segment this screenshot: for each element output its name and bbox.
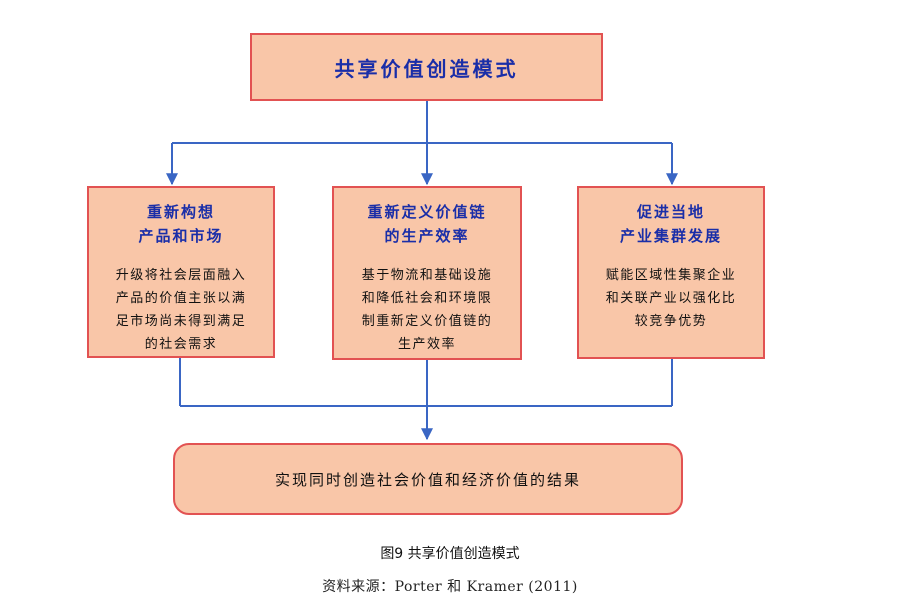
column-box-value-chain: 重新定义价值链 的生产效率 基于物流和基础设施 和降低社会和环境限 制重新定义价…: [332, 186, 522, 360]
column-box-clusters: 促进当地 产业集群发展 赋能区域性集聚企业 和关联产业以强化比 较竞争优势: [577, 186, 765, 359]
column-heading: 促进当地 产业集群发展: [620, 200, 722, 248]
result-text: 实现同时创造社会价值和经济价值的结果: [274, 470, 581, 489]
body-line: 升级将社会层面融入: [115, 268, 247, 283]
heading-line: 促进当地: [636, 203, 705, 221]
heading-line: 产品和市场: [138, 227, 224, 245]
heading-line: 的生产效率: [384, 227, 470, 245]
body-line: 足市场尚未得到满足: [115, 314, 247, 329]
heading-line: 产业集群发展: [619, 227, 722, 245]
column-box-markets: 重新构想 产品和市场 升级将社会层面融入 产品的价值主张以满 足市场尚未得到满足…: [87, 186, 275, 358]
body-line: 产品的价值主张以满: [115, 291, 247, 306]
body-line: 生产效率: [397, 337, 456, 352]
column-body: 基于物流和基础设施 和降低社会和环境限 制重新定义价值链的 生产效率: [362, 264, 493, 356]
body-line: 较竞争优势: [634, 314, 708, 329]
column-body: 赋能区域性集聚企业 和关联产业以强化比 较竞争优势: [606, 264, 737, 333]
body-line: 制重新定义价值链的: [361, 314, 493, 329]
heading-line: 重新定义价值链: [367, 203, 487, 221]
figure-caption: 图9 共享价值创造模式: [380, 546, 520, 562]
body-line: 基于物流和基础设施: [361, 268, 493, 283]
body-line: 赋能区域性集聚企业: [605, 268, 737, 283]
body-line: 和降低社会和环境限: [361, 291, 493, 306]
column-heading: 重新构想 产品和市场: [138, 200, 223, 248]
heading-line: 重新构想: [146, 203, 215, 221]
source-note: 资料来源：Porter 和 Kramer (2011): [322, 579, 578, 595]
column-heading: 重新定义价值链 的生产效率: [367, 200, 486, 248]
result-box: 实现同时创造社会价值和经济价值的结果: [173, 443, 683, 515]
body-line: 的社会需求: [144, 337, 218, 352]
title-box: 共享价值创造模式: [250, 33, 603, 101]
column-body: 升级将社会层面融入 产品的价值主张以满 足市场尚未得到满足 的社会需求: [116, 264, 247, 356]
body-line: 和关联产业以强化比: [605, 291, 737, 306]
diagram-title: 共享价值创造模式: [334, 56, 519, 81]
